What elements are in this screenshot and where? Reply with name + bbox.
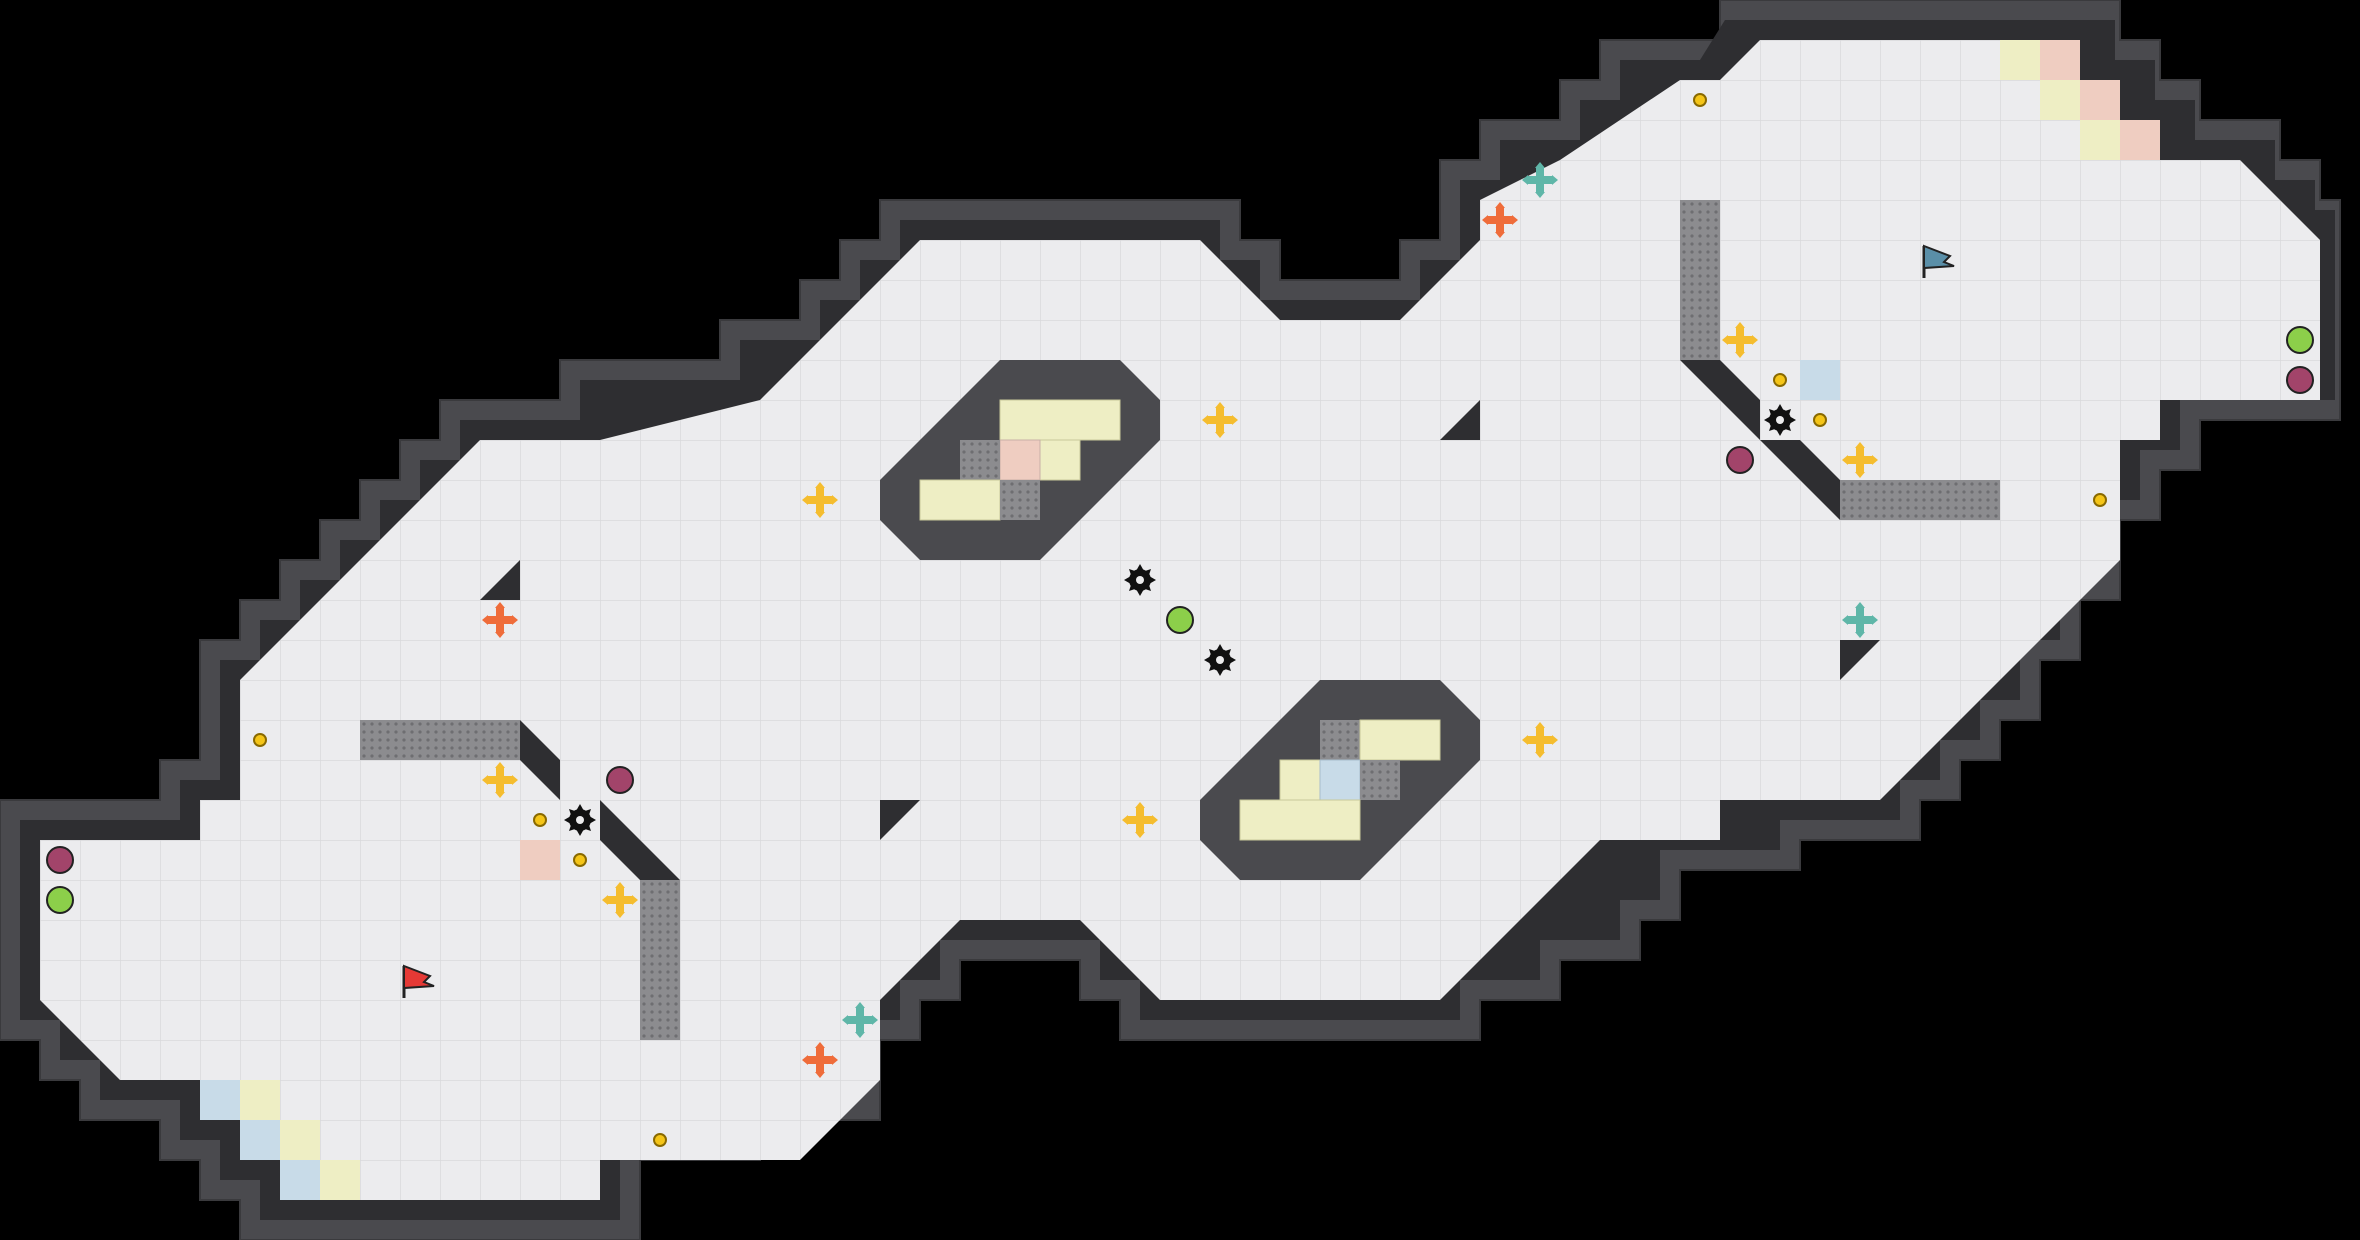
orbs[interactable] — [46, 326, 2314, 914]
coin-icon — [533, 813, 547, 827]
orb-icon — [46, 846, 74, 874]
coin-icon — [653, 1133, 667, 1147]
orb-icon — [1166, 606, 1194, 634]
grate-barriers — [360, 200, 2000, 1040]
coin-icon — [1773, 373, 1787, 387]
orb-icon — [606, 766, 634, 794]
coin-icon — [2093, 493, 2107, 507]
orb-icon — [2286, 326, 2314, 354]
coin-icon — [573, 853, 587, 867]
flag-icon — [403, 964, 435, 990]
flag-icon — [1923, 244, 1955, 270]
coin-icon — [1693, 93, 1707, 107]
coin-icon — [1813, 413, 1827, 427]
flag-blue[interactable] — [1922, 244, 1955, 278]
coins[interactable] — [253, 93, 2107, 1147]
island-north — [880, 360, 1160, 560]
coin-icon — [253, 733, 267, 747]
island-south — [1200, 680, 1480, 880]
orb-icon — [2286, 366, 2314, 394]
orb-icon — [1726, 446, 1754, 474]
flag-red[interactable] — [402, 964, 435, 998]
wedge-blocks — [480, 400, 1880, 840]
orb-icon — [46, 886, 74, 914]
floor-pads — [200, 40, 2160, 1200]
